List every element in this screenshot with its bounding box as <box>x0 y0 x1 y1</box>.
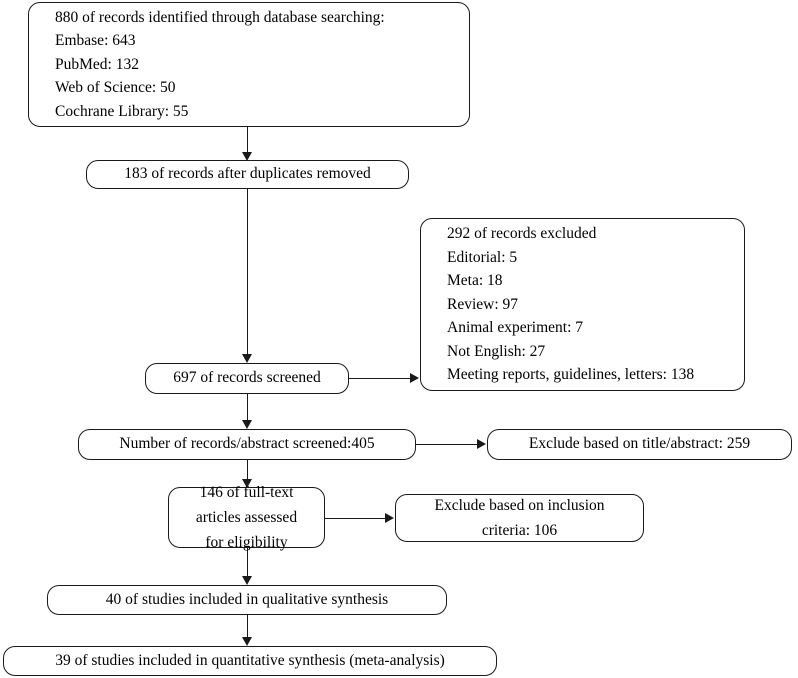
node-qualitative-synthesis[interactable]: 40 of studies included in qualitative sy… <box>47 585 447 615</box>
records-excluded-line-7: Meeting reports, guidelines, letters: 13… <box>447 366 695 384</box>
identification-line-5: Cochrane Library: 55 <box>55 102 189 120</box>
abstract-screened-label: Number of records/abstract screened:405 <box>119 435 375 453</box>
records-excluded-line-1: 292 of records excluded <box>447 225 597 243</box>
connector-screened-to-excluded <box>349 378 411 379</box>
arrowhead-exclude-criteria <box>385 512 394 523</box>
arrowhead-exclude-title-abstract <box>477 438 486 449</box>
fulltext-assessed-line-3: for eligibility <box>205 534 288 552</box>
duplicates-removed-label: 183 of records after duplicates removed <box>124 165 371 183</box>
node-identification[interactable]: 880 of records identified through databa… <box>28 2 470 127</box>
exclude-inclusion-criteria-line-2: criteria: 106 <box>481 522 558 539</box>
connector-identification-to-duplicates <box>247 127 248 153</box>
records-excluded-line-6: Not English: 27 <box>447 342 546 360</box>
arrowhead-abstract-screened <box>241 420 252 429</box>
node-duplicates-removed[interactable]: 183 of records after duplicates removed <box>86 160 409 189</box>
connector-screened-to-abstract <box>247 394 248 421</box>
node-exclude-title-abstract[interactable]: Exclude based on title/abstract: 259 <box>487 429 792 460</box>
node-records-screened[interactable]: 697 of records screened <box>145 363 349 394</box>
arrowhead-fulltext <box>241 479 252 488</box>
exclude-inclusion-criteria-line-1: Exclude based on inclusion <box>434 496 605 514</box>
connector-fulltext-to-qualitative <box>247 548 248 577</box>
arrowhead-duplicates <box>241 152 252 161</box>
records-excluded-line-4: Review: 97 <box>447 295 519 313</box>
quantitative-synthesis-label: 39 of studies included in quantitative s… <box>55 651 445 669</box>
connector-abstract-to-fulltext <box>247 460 248 480</box>
arrowhead-qualitative <box>241 576 252 585</box>
qualitative-synthesis-label: 40 of studies included in qualitative sy… <box>105 590 389 608</box>
identification-line-1: 880 of records identified through databa… <box>55 8 385 26</box>
records-excluded-line-3: Meta: 18 <box>447 272 503 290</box>
records-excluded-line-2: Editorial: 5 <box>447 248 518 266</box>
connector-abstract-to-exclude-title <box>416 444 478 445</box>
connector-duplicates-to-screened <box>247 189 248 355</box>
fulltext-assessed-line-2: articles assessed <box>195 508 298 526</box>
connector-fulltext-to-exclude-criteria <box>325 518 386 519</box>
node-abstract-screened[interactable]: Number of records/abstract screened:405 <box>78 429 416 460</box>
arrowhead-screened <box>241 354 252 363</box>
identification-line-4: Web of Science: 50 <box>55 79 176 97</box>
node-records-excluded[interactable]: 292 of records excluded Editorial: 5 Met… <box>420 218 745 391</box>
arrowhead-quantitative <box>241 637 252 646</box>
connector-qualitative-to-quantitative <box>247 615 248 638</box>
node-exclude-inclusion-criteria[interactable]: Exclude based on inclusion criteria: 106 <box>395 494 644 542</box>
identification-line-3: PubMed: 132 <box>55 55 139 73</box>
node-quantitative-synthesis[interactable]: 39 of studies included in quantitative s… <box>3 646 497 676</box>
exclude-title-abstract-label: Exclude based on title/abstract: 259 <box>528 435 751 453</box>
node-fulltext-assessed[interactable]: 146 of full-text articles assessed for e… <box>168 484 325 551</box>
identification-line-2: Embase: 643 <box>55 32 136 50</box>
fulltext-assessed-line-1: 146 of full-text <box>199 483 294 501</box>
records-excluded-line-5: Animal experiment: 7 <box>447 319 584 337</box>
arrowhead-records-excluded <box>410 372 419 383</box>
records-screened-label: 697 of records screened <box>173 369 321 387</box>
